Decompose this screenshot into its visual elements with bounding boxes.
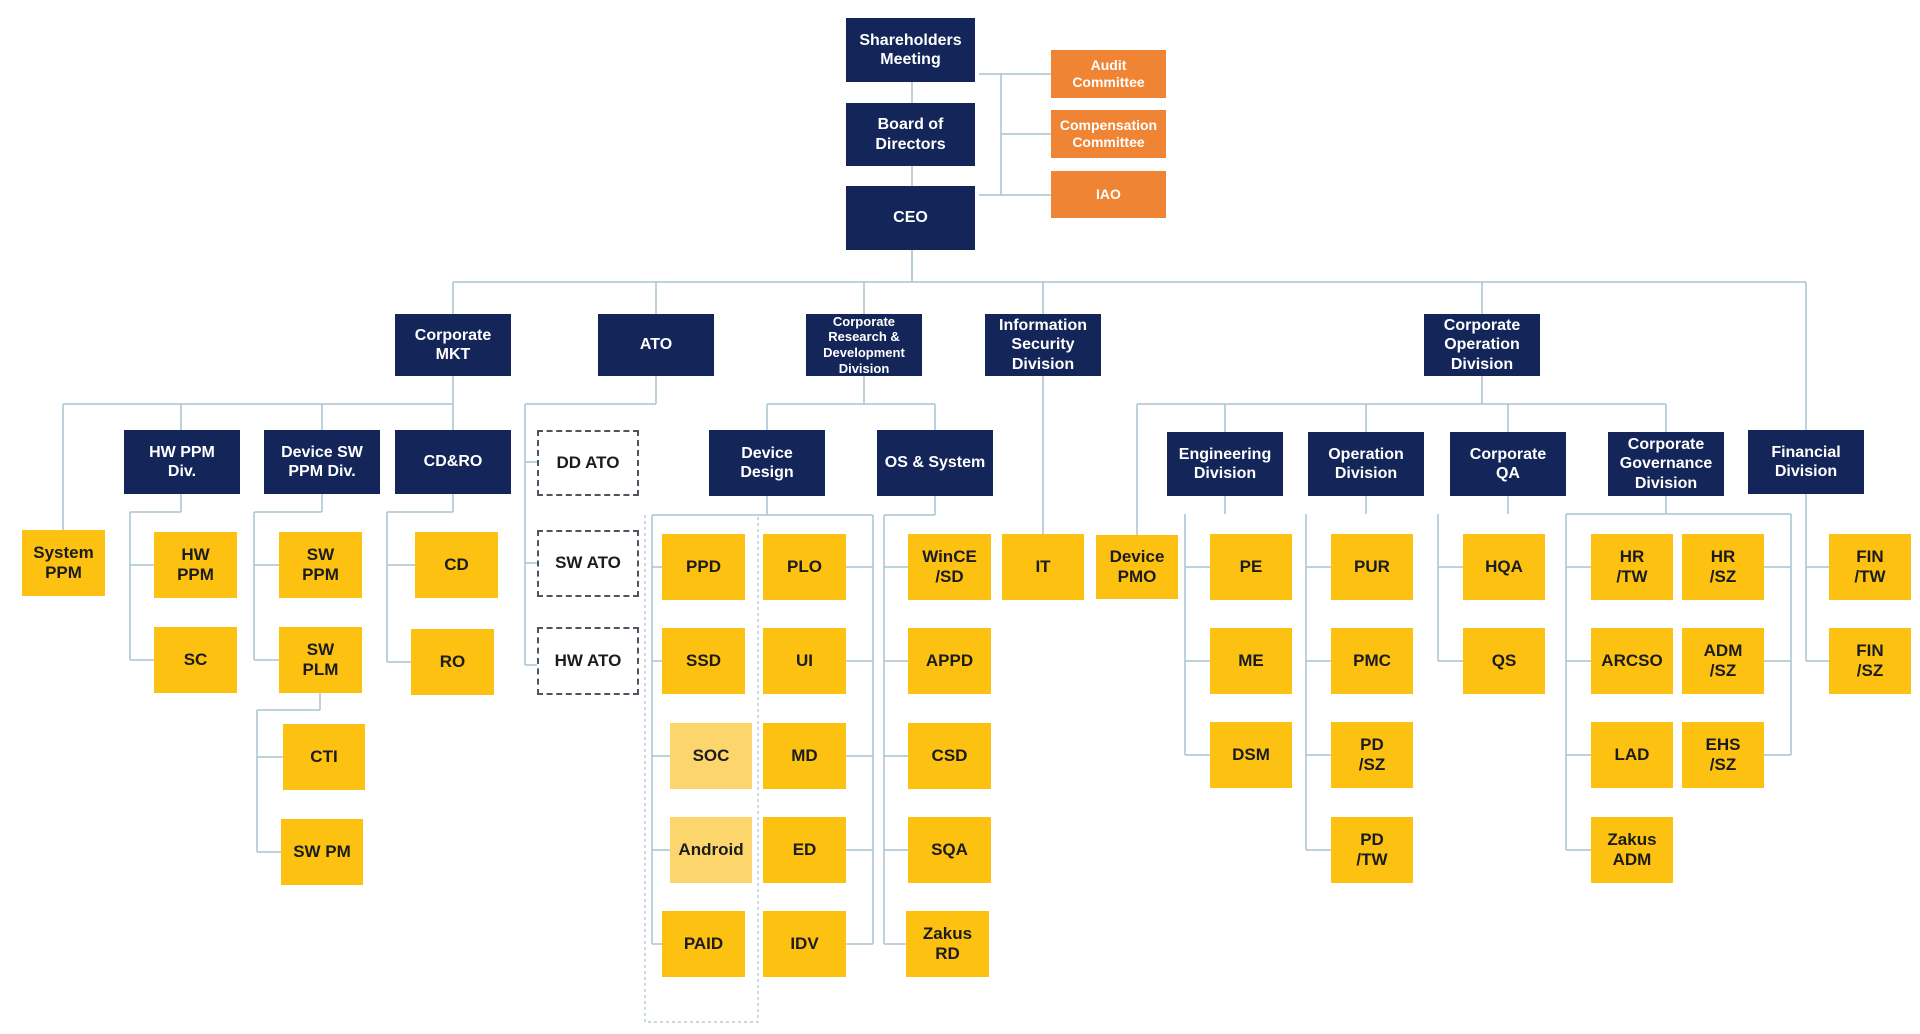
sc: SC — [154, 627, 237, 693]
corporate-mkt: Corporate MKT — [395, 314, 511, 376]
cd: CD — [415, 532, 498, 598]
cd-and-ro: CD&RO — [395, 430, 511, 494]
qs: QS — [1463, 628, 1545, 694]
hr-tw: HR /TW — [1591, 534, 1673, 600]
hw-ppm: HW PPM — [154, 532, 237, 598]
compensation-committee: Compensation Committee — [1051, 110, 1166, 158]
board-of-directors: Board of Directors — [846, 103, 975, 166]
fin-sz: FIN /SZ — [1829, 628, 1911, 694]
device-design: Device Design — [709, 430, 825, 496]
ppd: PPD — [662, 534, 745, 600]
ui: UI — [763, 628, 846, 694]
plo: PLO — [763, 534, 846, 600]
lad: LAD — [1591, 722, 1673, 788]
financial-division: Financial Division — [1748, 430, 1864, 494]
ed: ED — [763, 817, 846, 883]
ato: ATO — [598, 314, 714, 376]
pmc: PMC — [1331, 628, 1413, 694]
appd: APPD — [908, 628, 991, 694]
dd-ato: DD ATO — [537, 430, 639, 496]
adm-sz: ADM /SZ — [1682, 628, 1764, 694]
system-ppm: System PPM — [22, 530, 105, 596]
fin-tw: FIN /TW — [1829, 534, 1911, 600]
sw-ppm: SW PPM — [279, 532, 362, 598]
pe: PE — [1210, 534, 1292, 600]
corporate-qa: Corporate QA — [1450, 432, 1566, 496]
md: MD — [763, 723, 846, 789]
arcso: ARCSO — [1591, 628, 1673, 694]
pd-sz: PD /SZ — [1331, 722, 1413, 788]
idv: IDV — [763, 911, 846, 977]
pur: PUR — [1331, 534, 1413, 600]
sw-ato: SW ATO — [537, 530, 639, 597]
sw-pm: SW PM — [281, 819, 363, 885]
wince-sd: WinCE /SD — [908, 534, 991, 600]
ehs-sz: EHS /SZ — [1682, 722, 1764, 788]
csd: CSD — [908, 723, 991, 789]
cti: CTI — [283, 724, 365, 790]
paid: PAID — [662, 911, 745, 977]
zakus-adm: Zakus ADM — [1591, 817, 1673, 883]
hqa: HQA — [1463, 534, 1545, 600]
soc: SOC — [670, 723, 752, 789]
ceo: CEO — [846, 186, 975, 250]
ro: RO — [411, 629, 494, 695]
zakus-rd: Zakus RD — [906, 911, 989, 977]
device-pmo: Device PMO — [1096, 535, 1178, 599]
audit-committee: Audit Committee — [1051, 50, 1166, 98]
ssd: SSD — [662, 628, 745, 694]
dsm: DSM — [1210, 722, 1292, 788]
operation-division: Operation Division — [1308, 432, 1424, 496]
pd-tw: PD /TW — [1331, 817, 1413, 883]
sqa: SQA — [908, 817, 991, 883]
hw-ppm-div: HW PPM Div. — [124, 430, 240, 494]
shareholders-meeting: Shareholders Meeting — [846, 18, 975, 82]
me: ME — [1210, 628, 1292, 694]
os-and-system: OS & System — [877, 430, 993, 496]
hw-ato: HW ATO — [537, 627, 639, 695]
engineering-division: Engineering Division — [1167, 432, 1283, 496]
sw-plm: SW PLM — [279, 627, 362, 693]
information-security-division: Information Security Division — [985, 314, 1101, 376]
corporate-governance-division: Corporate Governance Division — [1608, 432, 1724, 496]
iao: IAO — [1051, 171, 1166, 218]
it: IT — [1002, 534, 1084, 600]
android: Android — [670, 817, 752, 883]
corporate-operation-division: Corporate Operation Division — [1424, 314, 1540, 376]
device-sw-ppm-div: Device SW PPM Div. — [264, 430, 380, 494]
hr-sz: HR /SZ — [1682, 534, 1764, 600]
corporate-rd-division: Corporate Research & Development Divisio… — [806, 314, 922, 376]
